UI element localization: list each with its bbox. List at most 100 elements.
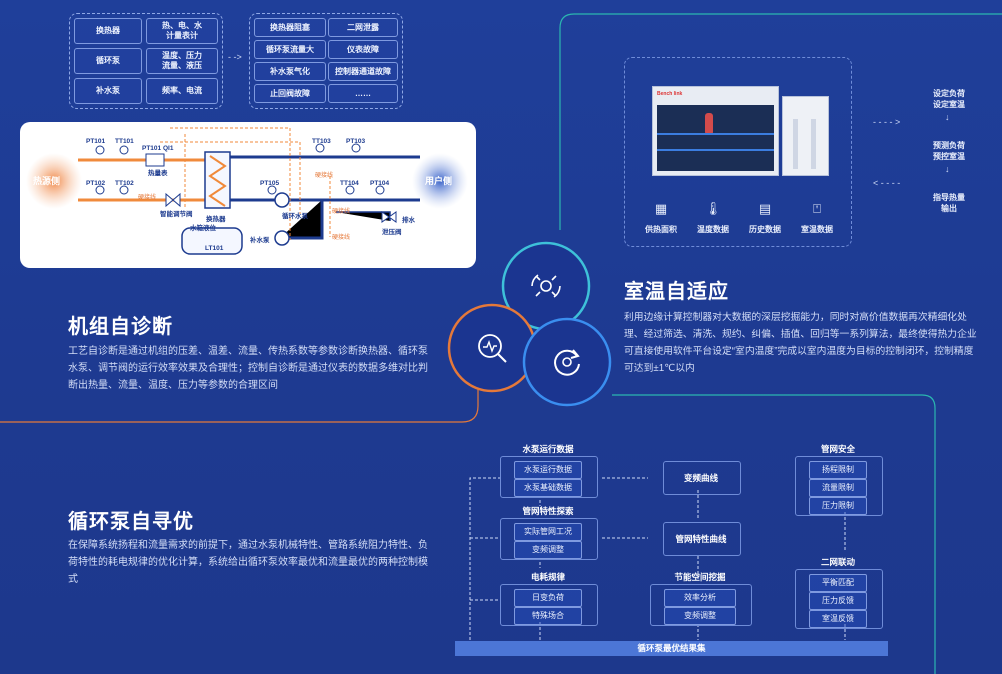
curve-box (663, 461, 741, 495)
monitor-param-cell: 频率、电流 (146, 78, 218, 104)
fault-cell: 循环泵流量大 (254, 40, 326, 59)
thermometer-icon: 🌡 (704, 201, 722, 216)
tt102-label: TT102 (115, 180, 134, 187)
tank-label: 水箱液位 (190, 225, 216, 232)
valve-label: 智能调节阀 (160, 211, 193, 218)
hot-side-label: 热源侧 (33, 176, 61, 186)
group-title: 水泵运行数据 (522, 444, 574, 454)
control-step: 设定负荷 设定室温 (933, 89, 965, 109)
hx-label: 换热器 (206, 216, 226, 223)
room-data-label: 室温数据 (801, 225, 833, 234)
fault-cell: 仪表故障 (328, 40, 398, 59)
result-bar (455, 641, 888, 656)
room-data-label: 供热面积 (645, 225, 677, 234)
down-arrow-icon: ↓ (945, 164, 950, 174)
group-title: 管网安全 (820, 444, 855, 454)
flow-item: 压力反馈 (809, 592, 867, 610)
makeup-pump-label: 补水泵 (250, 237, 270, 244)
flow-item: 日变负荷 (514, 589, 582, 607)
pump-flow-arrows (469, 477, 846, 640)
fault-cell: …… (328, 84, 398, 103)
flow-item: 室温反馈 (809, 610, 867, 628)
back-arrow: < - - - - (873, 178, 901, 188)
scada-screen: Bench link (652, 86, 779, 176)
room-adapt-panel (624, 57, 852, 247)
group-box (795, 569, 883, 629)
group-box (650, 584, 752, 626)
user-side-label: 用户侧 (425, 176, 453, 186)
result-label: 循环泵最优结果集 (637, 643, 706, 653)
flow-item: 变频调整 (514, 541, 582, 559)
pt104-label: PT104 (370, 180, 390, 187)
heating-area-icon: ▦ (654, 201, 668, 216)
flow-item: 压力限制 (809, 497, 867, 515)
monitor-param-cell: 热、电、水 计量表计 (146, 18, 218, 44)
room-temp-icon: ⍞ (813, 201, 821, 216)
system-schematic: 热源侧 用户侧 PT101 TT101 PT101 QI1 PT102 TT10… (20, 122, 476, 268)
flow-item: 实际管网工况 (514, 523, 582, 541)
fault-cell: 补水泵气化 (254, 62, 326, 81)
group-box (500, 584, 598, 626)
fault-cell: 控制器通道故障 (328, 62, 398, 81)
flow-item: 变频调整 (664, 607, 736, 625)
drain-label: 排水 (402, 217, 415, 224)
group-title: 管网特性探索 (522, 506, 574, 516)
tt104-label: TT104 (340, 180, 359, 187)
pt102-label: PT102 (86, 180, 106, 187)
fault-matrix-right (249, 13, 403, 109)
flow-item: 水泵基础数据 (514, 479, 582, 497)
flow-item: 水泵运行数据 (514, 461, 582, 479)
net-curve-box (663, 522, 741, 556)
down-arrow-icon: ↓ (945, 112, 950, 122)
control-step: 预测负荷 预控室温 (933, 141, 965, 161)
scada-side-screen (782, 96, 829, 176)
hard-wire-label-3: 硬接线 (332, 209, 351, 215)
control-step: 指导热量 输出 (933, 193, 965, 213)
monitor-object-cell: 换热器 (74, 18, 142, 44)
group-box (500, 456, 598, 498)
scada-view (657, 105, 774, 171)
group-title: 节能空间挖掘 (674, 572, 726, 582)
group-title: 二网联动 (820, 557, 855, 567)
tt103-label: TT103 (312, 138, 331, 145)
to-steps-arrow: - - - - > (873, 117, 901, 127)
pump-opt-text: 在保障系统扬程和流量需求的前提下，通过水泵机械特性、管路系统阻力特性、负荷特性的… (68, 540, 428, 585)
room-adapt-text: 利用边缘计算控制器对大数据的深层挖掘能力，同时对高价值数据再次精细化处理、经过筛… (624, 312, 977, 374)
group-title: 电耗规律 (530, 572, 565, 582)
history-icon: ▤ (758, 201, 772, 216)
monitor-object-cell: 循环泵 (74, 48, 142, 74)
hard-wire-label-4: 硬接线 (332, 235, 351, 241)
refresh-cycle-icon (554, 349, 580, 376)
room-adapt-title: 室温自适应 (624, 281, 729, 303)
group-box (500, 518, 598, 560)
group-box (795, 456, 883, 516)
fault-cell: 止回阀故障 (254, 84, 326, 103)
tt101-label: TT101 (115, 138, 134, 145)
flow-item: 特殊场合 (514, 607, 582, 625)
pt103-label: PT103 (346, 138, 366, 145)
room-data-label: 历史数据 (749, 225, 781, 234)
flow-item: 效率分析 (664, 589, 736, 607)
hard-wire-label-1: 硬接线 (138, 195, 157, 201)
schematic-piping (26, 127, 468, 255)
matrix-arrow: - -> (228, 52, 242, 62)
pt101-qi1-label: PT101 QI1 (142, 145, 174, 152)
curve-label: 变频曲线 (683, 473, 718, 483)
pt105-label: PT105 (260, 180, 280, 187)
gear-sync-icon (531, 274, 561, 298)
monitor-matrix-left (69, 13, 223, 109)
flow-item: 扬程限制 (809, 461, 867, 479)
heat-meter-label: 热量表 (148, 170, 168, 177)
search-pulse-icon (478, 334, 507, 363)
fault-cell: 换热器阻塞 (254, 18, 326, 37)
room-data-label: 温度数据 (697, 225, 729, 234)
pump-label: 循环水泵 (282, 213, 308, 220)
monitor-object-cell: 补水泵 (74, 78, 142, 104)
pt101-label: PT101 (86, 138, 106, 145)
flow-item: 流量限制 (809, 479, 867, 497)
monitor-param-cell: 温度、压力 流量、液压 (146, 48, 218, 74)
scada-brand: Bench link (657, 91, 683, 97)
pressure-valve-label: 泄压阀 (382, 229, 402, 236)
self-diag-text: 工艺自诊断是通过机组的压差、温差、流量、传热系数等参数诊断换热器、循环泵水泵、调… (68, 346, 428, 391)
